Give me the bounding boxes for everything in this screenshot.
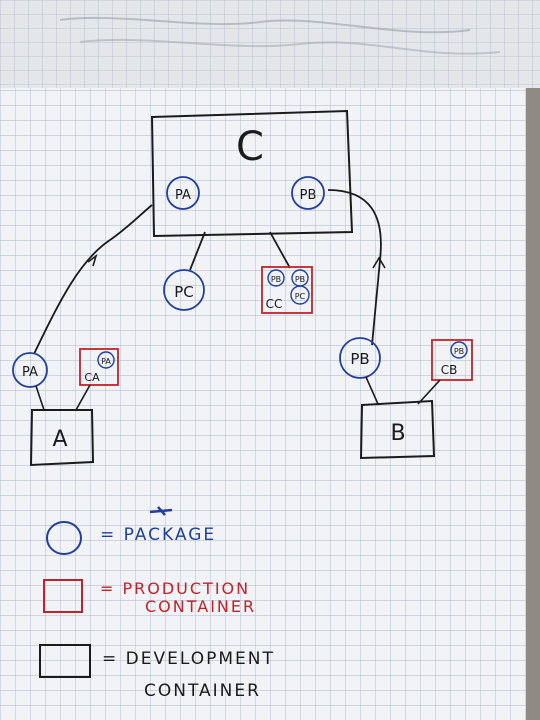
package-pb-right: PB [339, 337, 381, 379]
cc-pkg3-label: PC [295, 292, 306, 301]
legend-production: = PRODUCTION CONTAINER [43, 579, 256, 616]
dev-container-c: C [150, 109, 354, 238]
link-pb-b [365, 376, 379, 405]
cc-pkg1-label: PB [271, 275, 281, 284]
link-cb-b [417, 379, 441, 405]
package-pa-left: PA [12, 352, 48, 388]
legend-development: = DEVELOPMENT CONTAINER [39, 644, 275, 701]
link-c-cc [269, 231, 291, 269]
dev-container-b-label: B [390, 421, 405, 446]
legend-package: = PACKAGE [46, 506, 216, 555]
legend-production-symbol [43, 579, 83, 613]
dev-container-a: A [29, 409, 95, 467]
prod-container-cb-label: CB [441, 363, 458, 377]
link-ca-a [75, 384, 91, 411]
arrow-head-pa [87, 253, 98, 267]
legend-development-symbol [39, 644, 91, 678]
dev-container-a-label: A [52, 427, 67, 452]
legend-production-text1: = PRODUCTION [100, 579, 250, 598]
scribble-mark [149, 506, 173, 516]
dev-container-c-label: C [236, 124, 264, 170]
link-pa-a [35, 385, 45, 411]
legend: = PACKAGE = PRODUCTION CONTAINER = DEVEL… [39, 506, 275, 701]
package-pa-in-c: PA [166, 176, 200, 210]
package-pa-in-c-label: PA [175, 188, 191, 203]
legend-development-text1: = DEVELOPMENT [102, 649, 275, 669]
prod-container-cc-label: CC [266, 297, 283, 311]
package-pb-in-c: PB [291, 176, 325, 210]
package-pb-right-label: PB [350, 350, 369, 368]
page-edge [526, 88, 540, 720]
prod-container-ca: PA CA [79, 348, 119, 386]
package-pa-left-label: PA [22, 365, 38, 380]
legend-development-text2: CONTAINER [144, 681, 261, 701]
legend-production-text2: CONTAINER [145, 597, 256, 616]
arrow-pa-to-c [33, 204, 153, 355]
link-c-pc [189, 231, 206, 271]
prod-container-cc: PB PB PC CC [261, 266, 313, 314]
dev-container-b: B [359, 399, 436, 460]
package-pc-label: PC [174, 283, 194, 301]
arrow-pb-to-c [327, 189, 382, 346]
prod-container-cb: PB CB [431, 339, 473, 381]
cb-pkg-label: PB [454, 347, 464, 356]
legend-package-text: = PACKAGE [100, 525, 216, 545]
ca-pkg-label: PA [101, 357, 111, 366]
arrow-head-pb [372, 256, 386, 269]
prod-container-ca-label: CA [84, 371, 100, 384]
package-pb-in-c-label: PB [300, 188, 317, 203]
package-pc: PC [163, 269, 205, 311]
legend-package-symbol [46, 521, 82, 555]
cc-pkg2-label: PB [295, 275, 305, 284]
